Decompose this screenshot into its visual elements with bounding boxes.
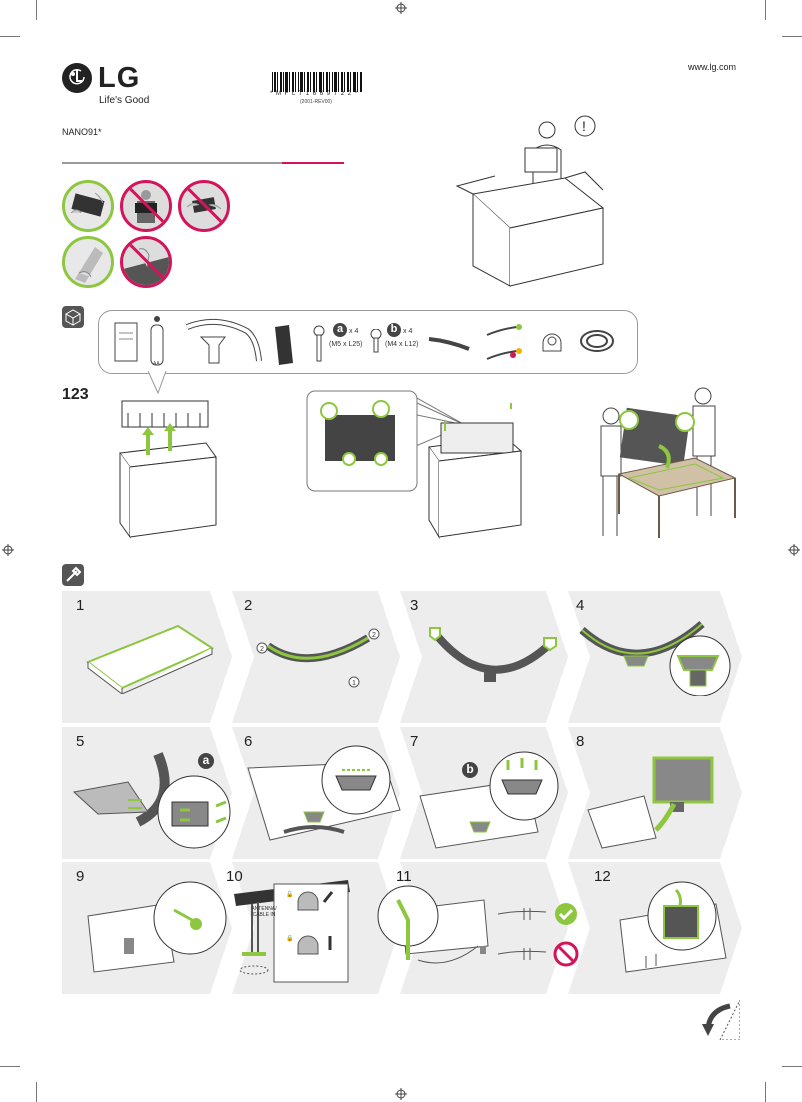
registration-mark-icon — [788, 544, 800, 556]
callout-2-left: 2 — [260, 646, 264, 653]
step5-fasten-screws-illustration — [72, 752, 231, 849]
step7-screw-b-badge: b — [462, 762, 478, 778]
do-not-press-screen-icon — [120, 236, 172, 288]
crop-mark — [765, 0, 766, 20]
crop-mark — [36, 0, 37, 20]
svg-text:!: ! — [582, 118, 586, 134]
step3-base-feet-illustration — [429, 627, 557, 682]
callout-2-right: 2 — [372, 632, 376, 639]
step10-route-antenna-cable-illustration: 🔓 🔒 — [234, 880, 350, 983]
step-number: 5 — [76, 733, 85, 750]
registration-mark-icon — [2, 544, 14, 556]
step2-assemble-base-illustration: 2 2 1 — [256, 628, 380, 688]
step7-fasten-b-screws-illustration — [419, 751, 559, 849]
crop-mark — [36, 1082, 37, 1102]
step-number: 4 — [576, 597, 585, 614]
cable-cover-icon — [275, 325, 293, 365]
step-number: 6 — [244, 733, 253, 750]
do-not-carry-icon — [120, 180, 172, 232]
model-number: NANO91* — [62, 127, 102, 137]
step-number: 9 — [76, 868, 85, 885]
turn-page-icon — [702, 1000, 740, 1040]
barcode-icon — [272, 72, 362, 92]
step12-attach-cable-cover-illustration — [619, 881, 727, 973]
header-divider — [62, 162, 282, 164]
step-number: 12 — [594, 868, 611, 885]
step8-stand-tv-upright-illustration — [587, 756, 714, 849]
do-not-lift-icon — [178, 180, 230, 232]
stand-neck-icon — [199, 336, 226, 364]
place-on-table-illustration — [600, 387, 737, 538]
screw-b-badge: b — [387, 323, 401, 337]
cable-locked-ok-illustration — [497, 903, 577, 925]
antenna-cable-label: ANTENNA/ CABLE IN — [251, 906, 277, 918]
crop-mark — [765, 1082, 766, 1102]
parts-list-panel: AA a x 4 (M5 x L25) b x 4 (M4 x L12) — [98, 310, 638, 374]
step9-attach-cable-holder-illustration — [87, 881, 227, 973]
callout-1: 1 — [352, 680, 356, 687]
screw-a-quantity: x 4 — [349, 328, 359, 335]
screw-a-size: (M5 x L25) — [329, 341, 363, 348]
manual-icon — [114, 322, 138, 362]
step-number: 2 — [244, 597, 253, 614]
grip-handles-illustration — [306, 390, 523, 539]
step-number: 10 — [226, 868, 243, 885]
step5-screw-a-badge: a — [198, 753, 214, 769]
remove-packing-illustration — [119, 400, 217, 539]
brand-name: LG — [98, 62, 141, 94]
unpack-step-label: 123 — [62, 386, 89, 403]
website-url: www.lg.com — [688, 62, 737, 72]
svg-text:🔒: 🔒 — [286, 934, 293, 942]
crop-mark — [782, 36, 802, 37]
screw-a-icon — [313, 325, 325, 362]
barcode-text: * M F L 7 1 6 6 9 7 2 2 * — [270, 91, 359, 97]
crop-mark — [0, 36, 20, 37]
step4-attach-neck-illustration — [579, 620, 731, 696]
registration-mark-icon — [395, 1088, 407, 1100]
step6-insert-stand-illustration — [247, 745, 401, 841]
step1-place-cushion-illustration — [86, 624, 215, 694]
box-contents-icon — [62, 306, 84, 328]
header-divider-accent — [282, 162, 344, 164]
remote-control-icon: AA — [150, 316, 164, 367]
screw-b-quantity: x 4 — [403, 328, 413, 335]
screw-a-badge: a — [333, 323, 347, 337]
step11-secure-cables-illustration — [377, 885, 489, 964]
brand-tagline: Life's Good — [99, 95, 150, 106]
handle-correctly-icon — [62, 180, 114, 232]
av-cable-icon — [486, 324, 522, 360]
screw-b-size: (M4 x L12) — [385, 341, 419, 348]
svg-text:🔓: 🔓 — [286, 890, 293, 898]
unboxing-warning-illustration: ! — [455, 115, 605, 287]
hold-edges-icon — [62, 236, 114, 288]
stand-base-icon — [185, 318, 262, 362]
step-number: 8 — [576, 733, 585, 750]
callout-pointer — [148, 371, 167, 395]
crop-mark — [0, 1066, 20, 1067]
cable-tie-icon — [428, 337, 470, 351]
cable-wrong-prohibited-illustration — [497, 941, 579, 967]
step-number: 11 — [396, 868, 412, 885]
step-number: 1 — [76, 597, 85, 614]
lg-logo-icon — [62, 63, 92, 93]
crop-mark — [782, 1066, 802, 1067]
step-number: 7 — [410, 733, 419, 750]
registration-mark-icon — [395, 2, 407, 14]
power-cord-icon — [580, 330, 614, 352]
step-number: 3 — [410, 597, 419, 614]
screw-b-icon — [370, 329, 382, 353]
assembly-tools-icon — [62, 564, 84, 586]
barcode-revision: (2001-REV00) — [300, 99, 332, 105]
svg-text:AA: AA — [153, 361, 160, 367]
cable-holder-icon — [542, 333, 562, 352]
